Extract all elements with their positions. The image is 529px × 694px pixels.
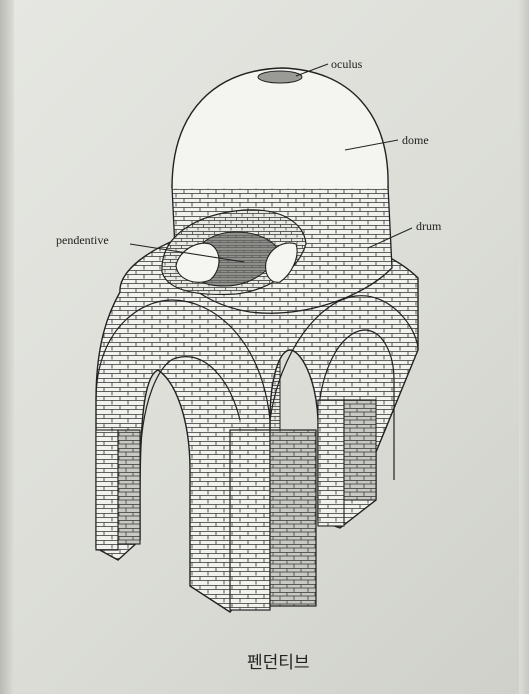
- figure-caption: 펜던티브: [247, 653, 310, 673]
- oculus-label: oculus: [331, 57, 363, 71]
- pendentive-label: pendentive: [56, 233, 109, 247]
- dome-label: dome: [402, 133, 429, 147]
- drum-label: drum: [416, 219, 442, 233]
- dome: [172, 68, 388, 188]
